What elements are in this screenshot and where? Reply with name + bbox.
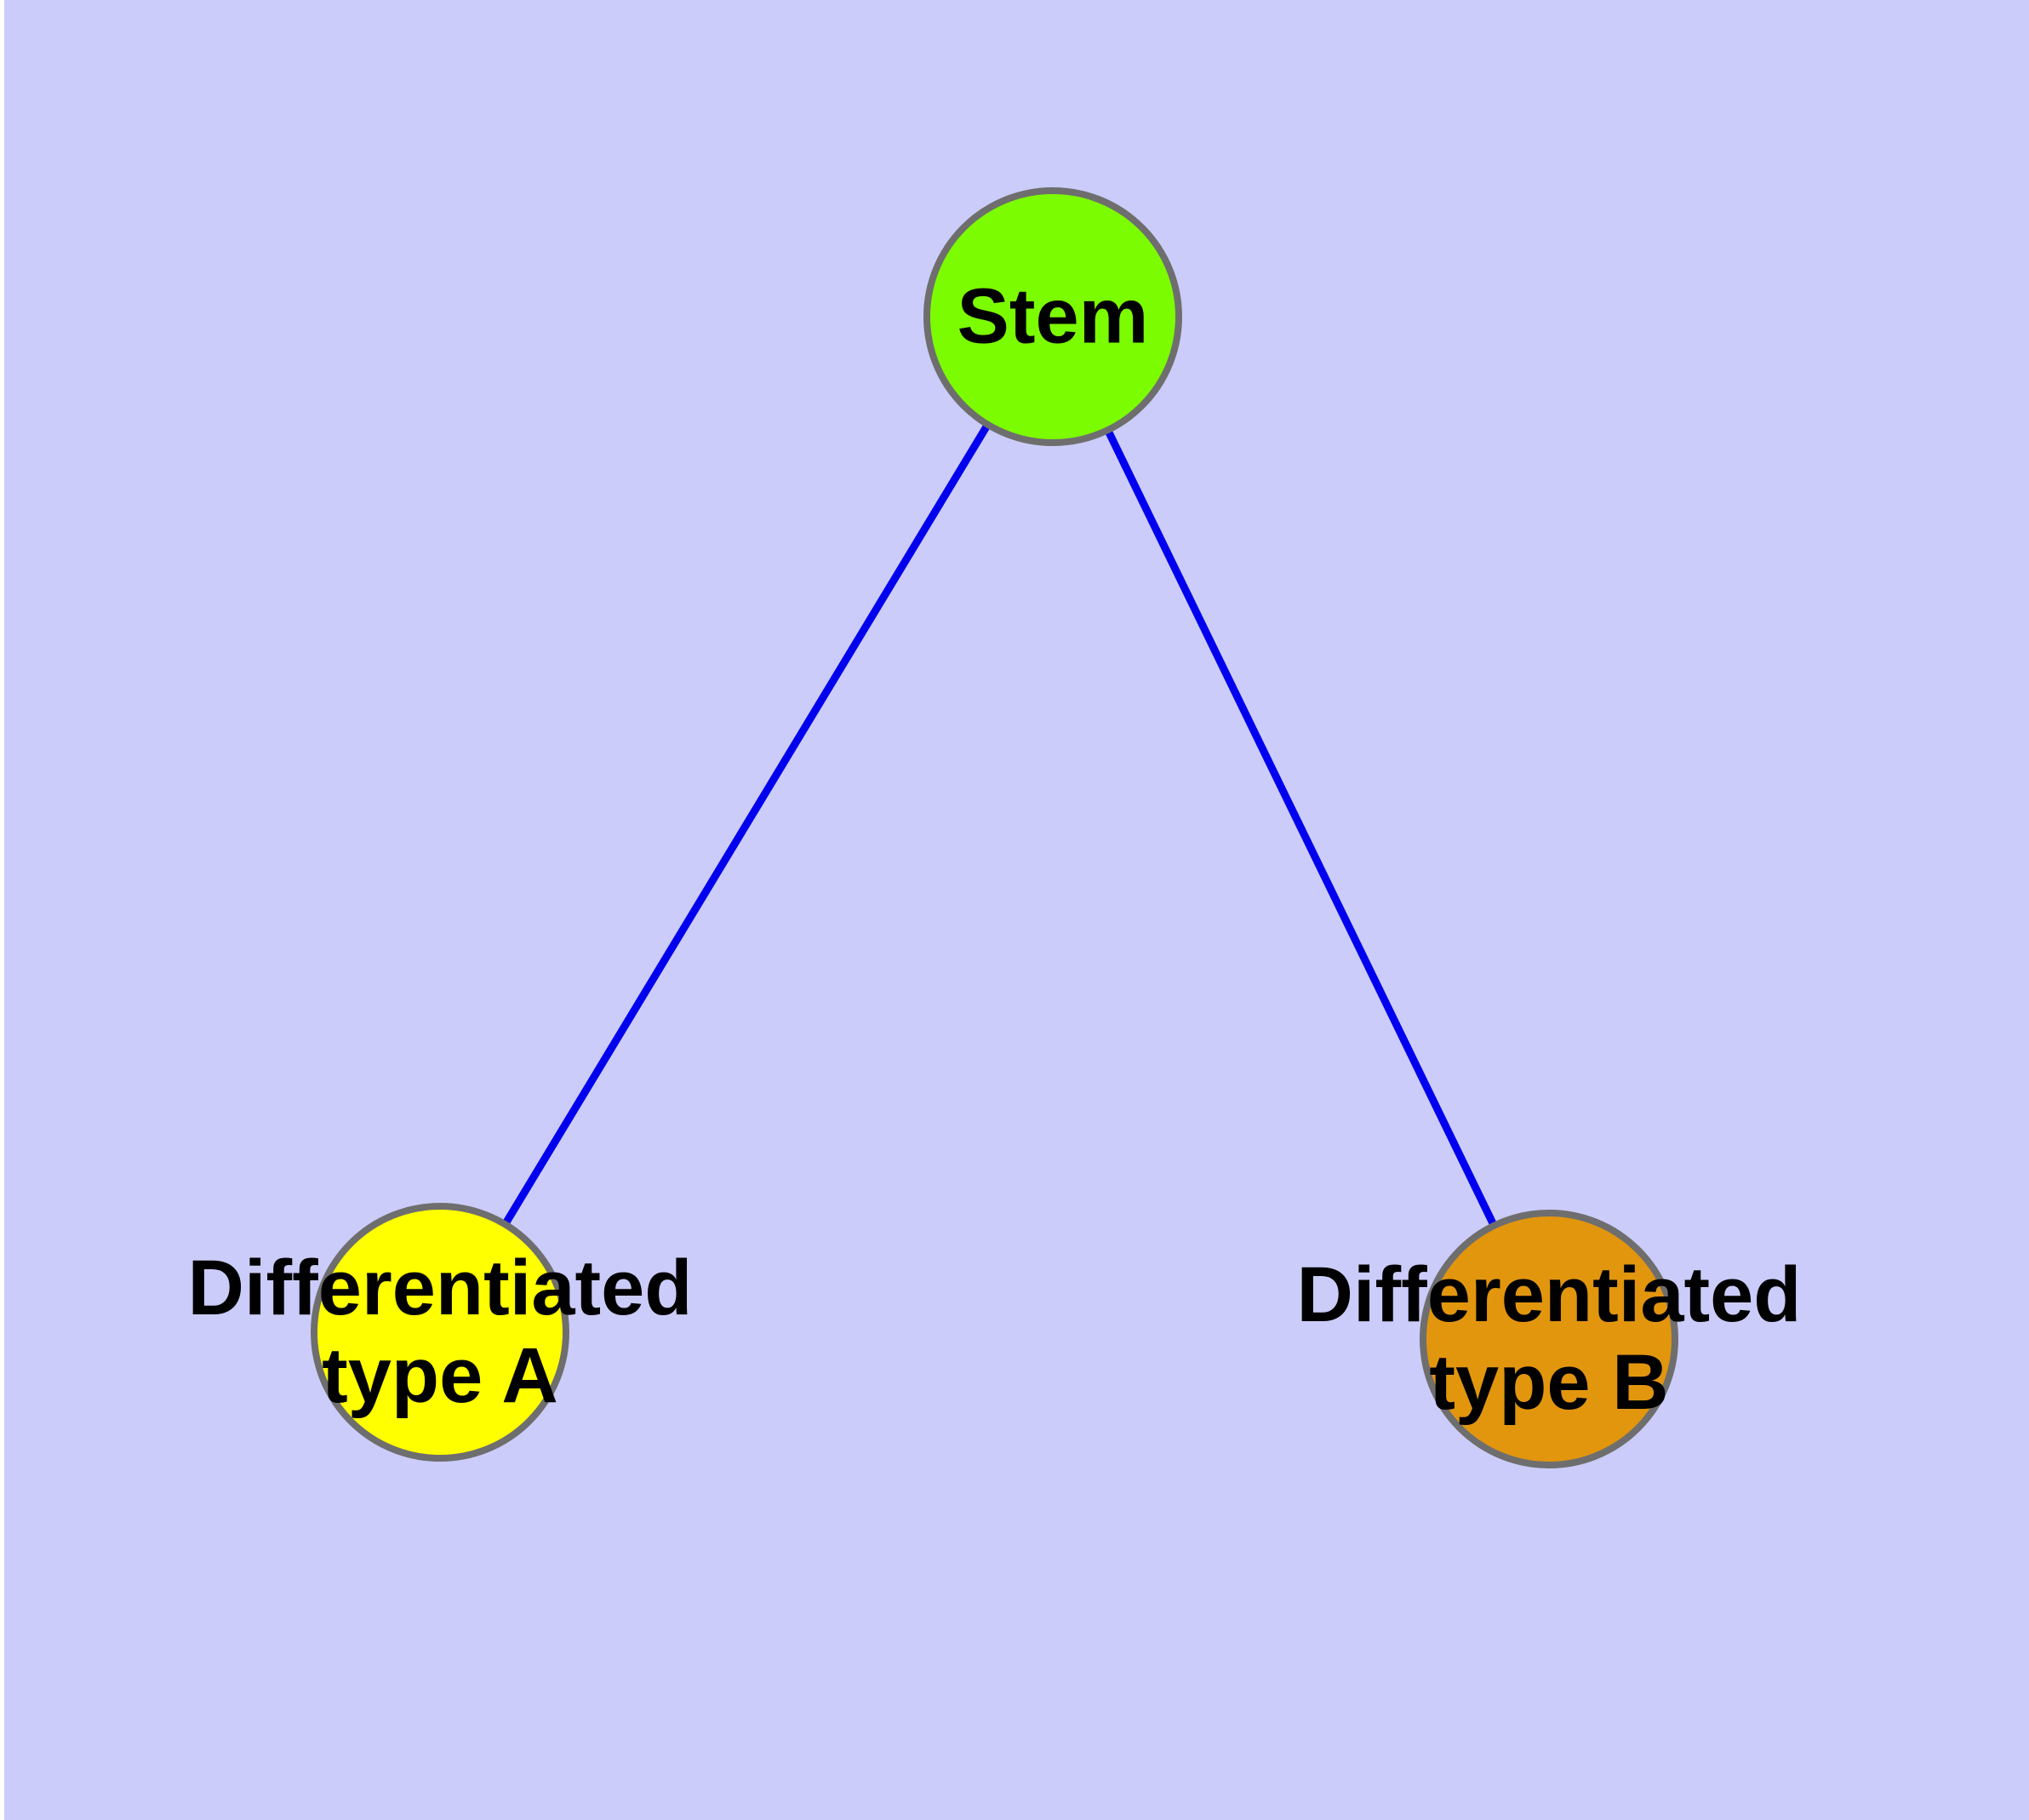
node-layer [311,187,1678,1468]
node-stem[interactable] [923,187,1182,446]
node-type-b[interactable] [1420,1210,1678,1468]
edge-layer [437,314,1553,1341]
node-type-a[interactable] [311,1203,569,1462]
edge-stem-to-type-a[interactable] [437,314,1056,1335]
edge-stem-to-type-b[interactable] [1049,315,1553,1341]
